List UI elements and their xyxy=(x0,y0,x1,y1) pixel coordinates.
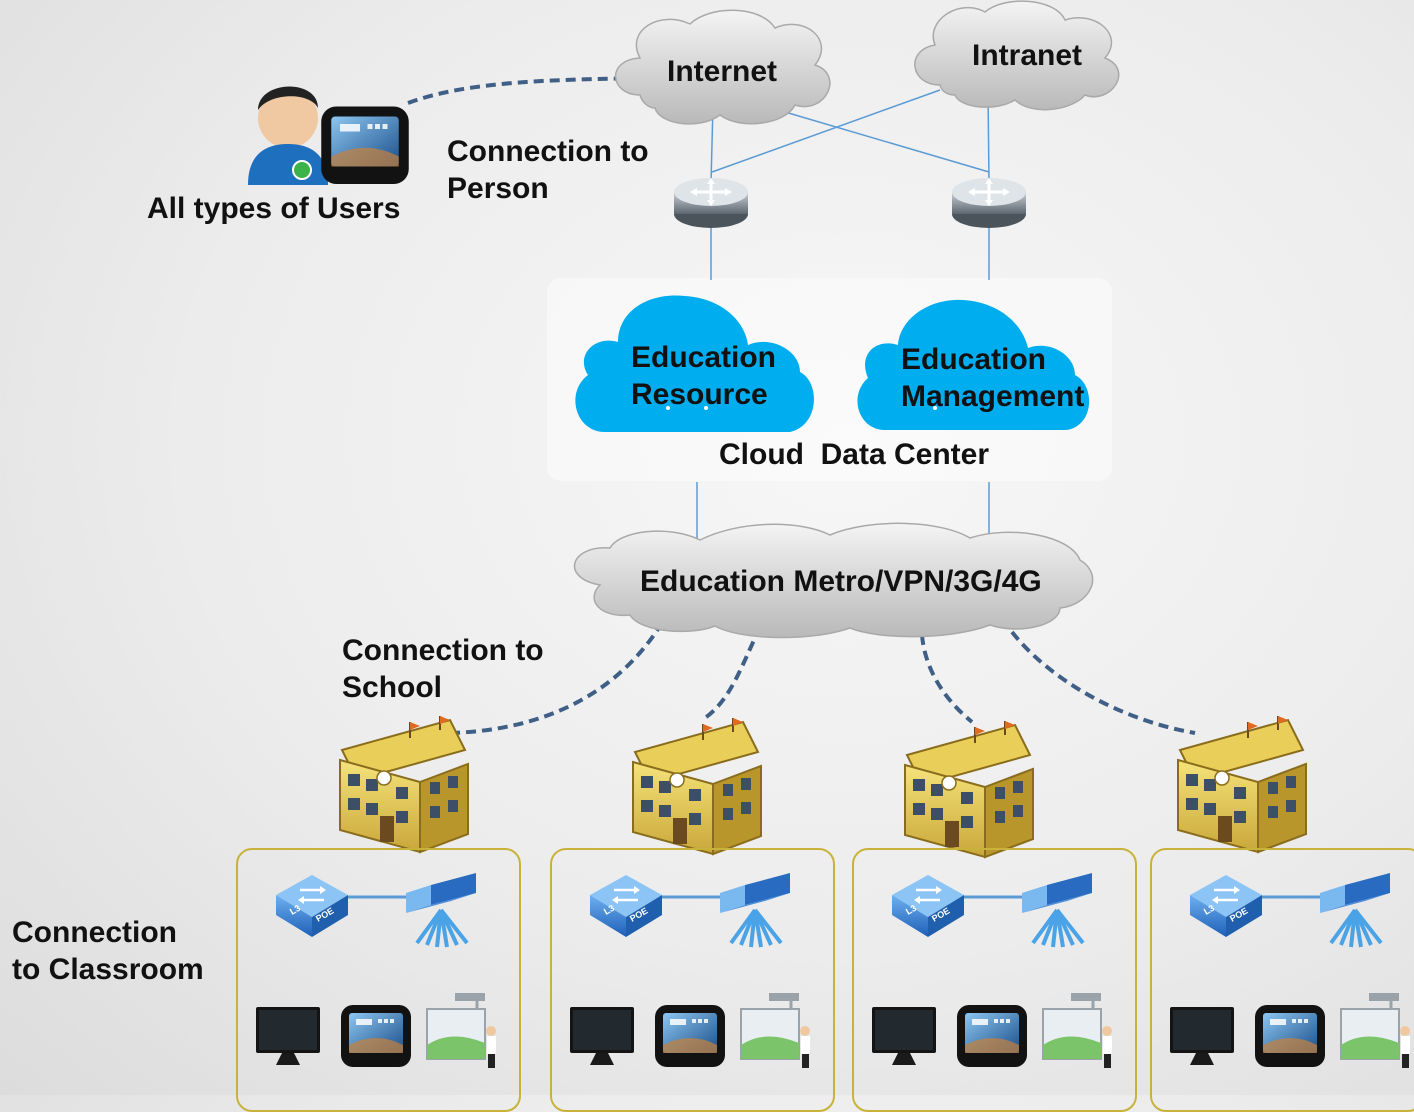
classroom-box xyxy=(236,848,521,1112)
internet-label: Internet xyxy=(667,55,778,88)
all-users-label: All types of Users xyxy=(147,192,401,225)
school-building-icon xyxy=(1177,715,1307,853)
router-icon xyxy=(950,176,1028,230)
connection-to-school-label: Connection to School xyxy=(342,634,544,704)
intranet-label: Intranet xyxy=(972,39,1083,72)
cloud-data-center-label: Cloud Data Center xyxy=(719,438,990,471)
switch-l3-label: L3 xyxy=(288,903,302,917)
education-management-label: Education Management xyxy=(901,343,1085,413)
tablet-icon xyxy=(321,106,409,184)
connection-to-classroom-label: Connection to Classroom xyxy=(12,916,204,986)
user-icon xyxy=(248,86,328,185)
classroom-3-devices xyxy=(872,871,1114,1070)
metro-cloud xyxy=(573,522,1094,639)
classroom-box xyxy=(550,848,835,1112)
education-resource-label: Education Resource xyxy=(631,341,777,411)
dashed-links xyxy=(407,76,1196,735)
school-building-icon xyxy=(339,715,469,853)
router-icon xyxy=(672,176,750,230)
classroom-4-devices xyxy=(1170,871,1412,1070)
metro-label: Education Metro/VPN/3G/4G xyxy=(640,565,1042,598)
education-management-cloud xyxy=(857,299,1090,430)
school-building-icon xyxy=(632,717,762,855)
education-resource-cloud xyxy=(575,295,814,432)
intranet-cloud xyxy=(914,0,1120,111)
classroom-box xyxy=(852,848,1137,1112)
switch-l3-label: L3 xyxy=(1202,903,1216,917)
school-building-icon xyxy=(904,720,1034,858)
classroom-box xyxy=(1150,848,1414,1112)
switch-l3-label: L3 xyxy=(904,903,918,917)
connection-to-person-label: Connection to Person xyxy=(447,135,649,205)
classroom-1-devices xyxy=(256,871,498,1070)
switch-l3-label: L3 xyxy=(602,903,616,917)
classroom-2-devices xyxy=(570,871,812,1070)
internet-cloud xyxy=(614,9,831,125)
